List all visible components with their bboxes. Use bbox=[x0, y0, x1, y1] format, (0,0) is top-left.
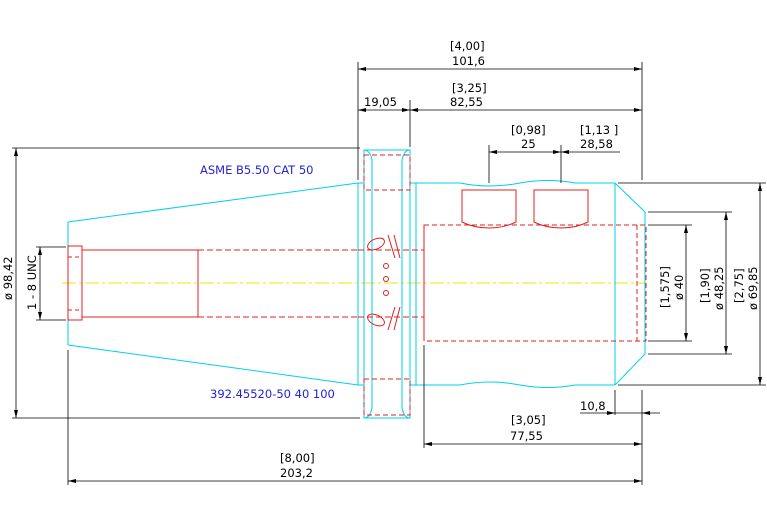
overall-top-in-label: [4,00] bbox=[450, 39, 485, 53]
bore-depth-in-label: [3,05] bbox=[511, 413, 546, 427]
overall-in-label: [8,00] bbox=[280, 451, 315, 465]
screw-pitch-mm-label: 25 bbox=[521, 137, 536, 151]
body-dia-in-label: [2,75] bbox=[732, 268, 746, 303]
nose-mm-label: ø 48,25 bbox=[712, 266, 726, 310]
body-mm-label: 82,55 bbox=[450, 95, 483, 109]
dimension-lines bbox=[12, 62, 766, 485]
body-dia-mm-label: ø 69,85 bbox=[746, 266, 760, 310]
standard-note: ASME B5.50 CAT 50 bbox=[200, 163, 313, 177]
dimension-labels: [4,00] 101,6 [3,25] 82,55 19,05 [0,98] 2… bbox=[1, 39, 760, 480]
hidden-lines bbox=[67, 154, 647, 416]
flange-mm-label: 19,05 bbox=[364, 95, 397, 109]
thread-label: 1 - 8 UNC bbox=[25, 255, 39, 310]
screw-pitch-in-label: [0,98] bbox=[511, 123, 546, 137]
body-in-label: [3,25] bbox=[452, 81, 487, 95]
part-number-note: 392.45520-50 40 100 bbox=[210, 387, 335, 401]
bore-depth-mm-label: 77,55 bbox=[510, 429, 543, 443]
screw-offset-mm-label: 28,58 bbox=[580, 137, 613, 151]
screw-offset-in-label: [1,13 ] bbox=[580, 123, 618, 137]
overall-top-mm-label: 101,6 bbox=[452, 54, 485, 68]
bore-in-label: [1,575] bbox=[658, 266, 672, 308]
arrowheads bbox=[14, 67, 762, 483]
overall-mm-label: 203,2 bbox=[280, 466, 313, 480]
taper-dia-label: ø 98,42 bbox=[1, 256, 15, 300]
holder-outline bbox=[67, 149, 646, 419]
chamfer-mm-label: 10,8 bbox=[580, 399, 606, 413]
bore-mm-label: ø 40 bbox=[672, 275, 686, 300]
nose-in-label: [1,90] bbox=[698, 268, 712, 303]
